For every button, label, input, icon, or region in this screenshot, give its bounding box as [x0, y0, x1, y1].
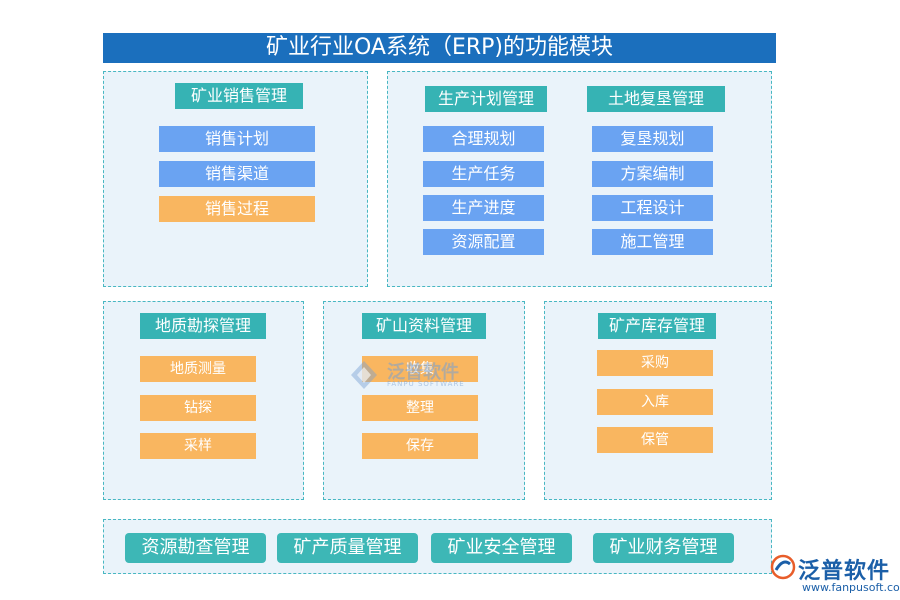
watermark-name: 泛普软件: [387, 362, 459, 383]
watermark-sub: FANPU SOFTWARE: [387, 380, 465, 388]
item-geology-0: 地质测量: [140, 356, 256, 382]
item-inventory-2: 保管: [597, 427, 713, 453]
item-data-2: 保存: [362, 433, 478, 459]
bottom-item-2: 矿业安全管理: [431, 533, 572, 563]
item-sales-process: 销售过程: [159, 196, 315, 222]
header-sales: 矿业销售管理: [175, 83, 303, 109]
bottom-item-3: 矿业财务管理: [593, 533, 734, 563]
header-land: 土地复垦管理: [587, 86, 725, 112]
item-data-1: 整理: [362, 395, 478, 421]
header-geology: 地质勘探管理: [140, 313, 266, 339]
item-sales-channel: 销售渠道: [159, 161, 315, 187]
header-production: 生产计划管理: [425, 86, 547, 112]
item-data-0: 收集: [362, 356, 478, 382]
bottom-item-1: 矿产质量管理: [277, 533, 418, 563]
item-inventory-1: 入库: [597, 389, 713, 415]
item-sales-plan: 销售计划: [159, 126, 315, 152]
item-production-3: 资源配置: [423, 229, 544, 255]
item-geology-2: 采样: [140, 433, 256, 459]
logo-name: 泛普软件: [798, 559, 891, 584]
item-land-2: 工程设计: [592, 195, 713, 221]
item-inventory-0: 采购: [597, 350, 713, 376]
watermark-logo-icon: [351, 361, 377, 389]
header-inventory: 矿产库存管理: [598, 313, 716, 339]
page-title: 矿业行业OA系统（ERP)的功能模块: [103, 33, 776, 63]
item-land-1: 方案编制: [592, 161, 713, 187]
item-production-1: 生产任务: [423, 161, 544, 187]
item-geology-1: 钻探: [140, 395, 256, 421]
logo-url: www.fanpusoft.com: [802, 581, 900, 594]
item-land-3: 施工管理: [592, 229, 713, 255]
item-production-0: 合理规划: [423, 126, 544, 152]
fanpu-logo-icon: [770, 554, 796, 580]
watermark: 泛普软件 FANPU SOFTWARE: [347, 356, 487, 392]
item-land-0: 复垦规划: [592, 126, 713, 152]
item-production-2: 生产进度: [423, 195, 544, 221]
bottom-item-0: 资源勘查管理: [125, 533, 266, 563]
brand-logo: 泛普软件 www.fanpusoft.com: [770, 551, 900, 597]
header-data: 矿山资料管理: [362, 313, 486, 339]
